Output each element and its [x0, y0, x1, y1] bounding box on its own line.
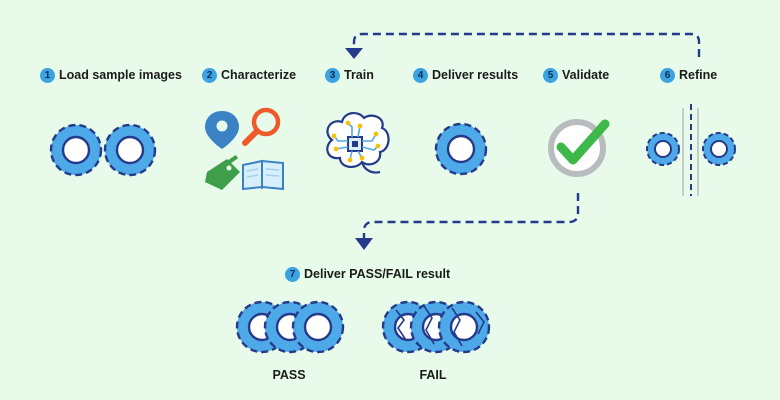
gear-icon — [646, 104, 736, 196]
step-2-label: Characterize — [221, 68, 297, 82]
step-3-label: Train — [344, 68, 374, 82]
fail-gears-icon — [381, 300, 491, 354]
check-icon — [548, 119, 610, 177]
step-3-badge: 3 — [325, 67, 340, 83]
pass-label: PASS — [272, 368, 306, 382]
step-3: 3 Train — [325, 65, 374, 85]
brain-chip-icon — [326, 112, 390, 174]
step-5-label: Validate — [562, 68, 610, 82]
step-1-badge: 1 — [40, 67, 55, 83]
gear-icon — [49, 123, 157, 177]
fail-label: FAIL — [419, 368, 447, 382]
step-6-label: Refine — [679, 68, 718, 82]
step-4-badge: 4 — [413, 67, 428, 83]
step-4-label: Deliver results — [432, 68, 519, 82]
result-arrowhead — [355, 238, 373, 250]
step-4: 4 Deliver results — [413, 65, 518, 85]
step-7-label: Deliver PASS/FAIL result — [304, 267, 451, 281]
tag-icon — [205, 154, 240, 190]
result-arrow-line — [362, 193, 580, 238]
step-5-badge: 5 — [543, 67, 558, 83]
step-6: 6 Refine — [660, 65, 717, 85]
feedback-arrowhead — [345, 48, 363, 59]
step-1: 1 Load sample images — [40, 65, 182, 85]
feedback-arrow-line — [352, 32, 701, 57]
step-7: 7 Deliver PASS/FAIL result — [285, 264, 450, 284]
step-5: 5 Validate — [543, 65, 609, 85]
step-1-label: Load sample images — [59, 68, 182, 82]
pass-gears-icon — [235, 300, 345, 354]
step-7-badge: 7 — [285, 266, 300, 282]
magnifier-icon — [242, 107, 281, 146]
book-icon — [242, 159, 284, 191]
step-2: 2 Characterize — [202, 65, 296, 85]
step-2-badge: 2 — [202, 67, 217, 83]
map-pin-icon — [205, 111, 239, 149]
gear-icon — [434, 122, 488, 176]
step-6-badge: 6 — [660, 67, 675, 83]
